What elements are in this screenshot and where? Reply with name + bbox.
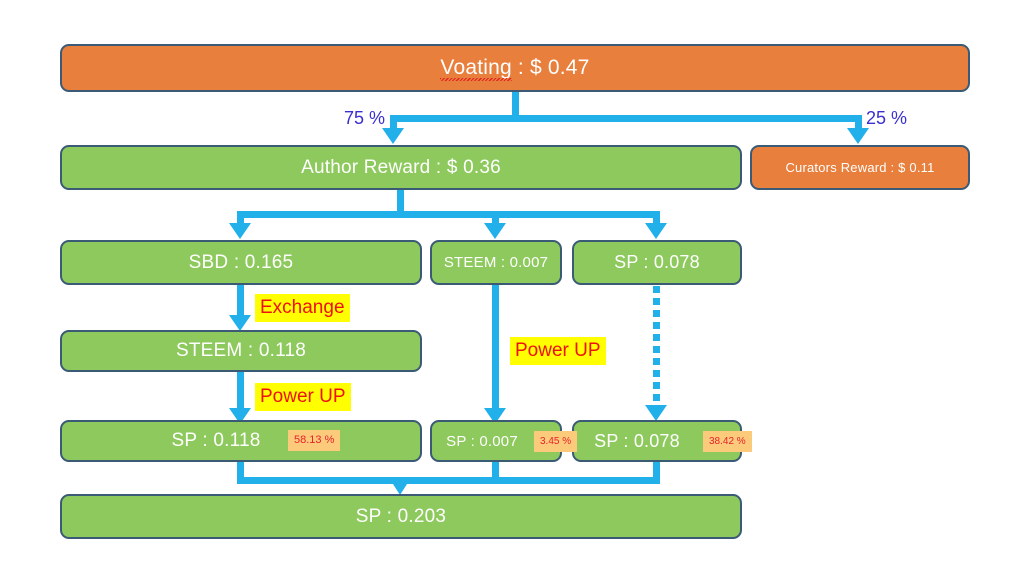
node-author-reward[interactable]: Author Reward : $ 0.36 xyxy=(60,145,742,190)
connector-to-steem-stem xyxy=(492,211,499,225)
arrow-sp-dotted xyxy=(645,405,667,421)
node-sp-final-right[interactable]: SP : 0.078 xyxy=(572,420,742,462)
node-sbd-label: SBD : 0.165 xyxy=(188,251,294,273)
node-sp-reward-label: SP : 0.078 xyxy=(614,252,700,272)
connector-steem-to-sp-left xyxy=(237,372,244,414)
node-steem-reward-label: STEEM : 0.007 xyxy=(443,254,549,271)
connector-sp-dotted xyxy=(653,286,660,410)
node-steem-reward[interactable]: STEEM : 0.007 xyxy=(430,240,562,285)
connector-merge-bar xyxy=(237,477,660,484)
node-author-reward-label: Author Reward : $ 0.36 xyxy=(301,156,501,178)
connector-to-sp-stem xyxy=(653,211,660,225)
node-curators-reward[interactable]: Curators Reward : $ 0.11 xyxy=(750,145,970,190)
arrow-sbd-to-steem xyxy=(229,315,251,331)
node-curators-reward-label: Curators Reward : $ 0.11 xyxy=(785,160,935,175)
tag-power-up-middle: Power UP xyxy=(510,337,606,365)
voting-amount: : $ 0.47 xyxy=(511,56,590,79)
arrow-to-author-reward xyxy=(382,128,404,144)
split-label-75: 75 % xyxy=(344,108,386,128)
node-steem-converted-label: STEEM : 0.118 xyxy=(175,340,307,361)
node-sp-total-label: SP : 0.203 xyxy=(355,505,447,527)
tag-power-up-left: Power UP xyxy=(255,383,351,411)
connector-merge-right xyxy=(653,462,660,484)
badge-sp-middle-percent: 3.45 % xyxy=(534,431,578,452)
connector-split-bar-row3 xyxy=(237,211,660,218)
node-sp-total[interactable]: SP : 0.203 xyxy=(60,494,742,539)
arrow-to-curators-reward xyxy=(847,128,869,144)
connector-split-bar-top xyxy=(390,115,862,122)
node-sbd[interactable]: SBD : 0.165 xyxy=(60,240,422,285)
connector-to-sbd-stem xyxy=(237,211,244,225)
connector-sbd-to-steem xyxy=(237,285,244,317)
node-sp-final-left-label: SP : 0.118 xyxy=(171,430,261,451)
node-voting-label: Voating : $ 0.47 xyxy=(440,56,590,81)
voting-misspelled-word: Voating xyxy=(440,56,513,81)
connector-merge-left xyxy=(237,462,244,484)
arrow-to-steem xyxy=(484,223,506,239)
node-sp-final-middle-label: SP : 0.007 xyxy=(446,432,518,450)
node-voting[interactable]: Voating : $ 0.47 xyxy=(60,44,970,92)
connector-merge-stem xyxy=(397,477,404,486)
arrow-to-sbd xyxy=(229,223,251,239)
connector-steem-reward-to-sp xyxy=(492,285,499,415)
node-sp-final-left[interactable]: SP : 0.118 xyxy=(60,420,422,462)
tag-exchange: Exchange xyxy=(255,294,350,322)
connector-voting-stem xyxy=(512,92,519,122)
connector-merge-middle xyxy=(492,462,499,484)
connector-to-author-stem xyxy=(390,115,397,131)
node-sp-reward[interactable]: SP : 0.078 xyxy=(572,240,742,285)
connector-to-curators-stem xyxy=(855,115,862,131)
arrow-to-sp xyxy=(645,223,667,239)
arrow-to-total xyxy=(393,484,407,495)
badge-sp-left-percent: 58.13 % xyxy=(288,430,341,451)
node-steem-converted[interactable]: STEEM : 0.118 xyxy=(60,330,422,372)
split-label-25: 25 % xyxy=(866,108,908,128)
node-sp-final-right-label: SP : 0.078 xyxy=(594,430,680,451)
connector-author-stem xyxy=(397,190,404,218)
badge-sp-right-percent: 38.42 % xyxy=(703,431,752,452)
